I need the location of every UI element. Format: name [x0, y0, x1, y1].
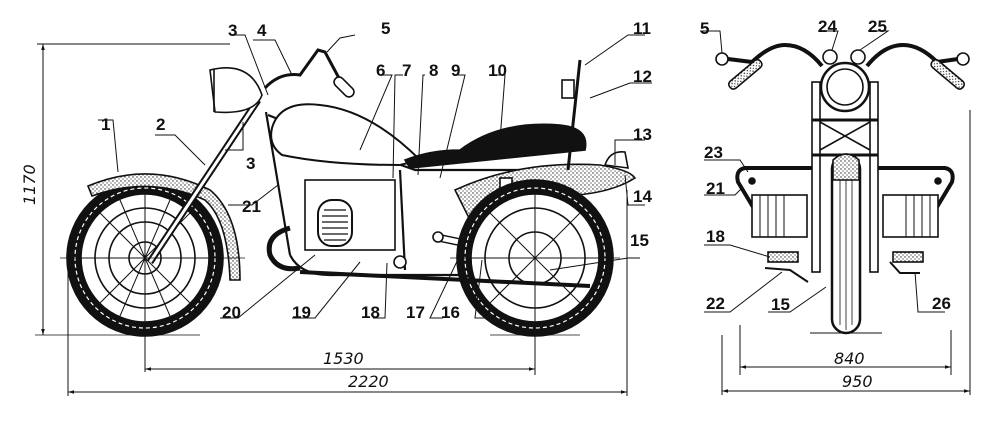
brake-pedal: [889, 261, 920, 274]
callout-8: 8: [429, 61, 439, 80]
sissy-bar: [566, 59, 582, 171]
callout-3-lower: 3: [246, 154, 256, 173]
callout-13: 13: [633, 125, 652, 144]
dimension-height: 1170: [20, 164, 39, 205]
leader-lines: [98, 34, 652, 319]
seat: [403, 123, 587, 169]
front-leader-lines: [700, 30, 945, 313]
fuel-tank: [270, 103, 422, 167]
dimension-track: 840: [834, 349, 865, 368]
callout-18: 18: [361, 303, 380, 322]
footpeg-left: [767, 251, 799, 263]
grip: [333, 76, 355, 98]
callout-15-front: 15: [771, 295, 790, 314]
callout-24: 24: [818, 17, 837, 36]
front-view: [700, 30, 971, 395]
speedometer: [822, 49, 838, 65]
callout-5-front: 5: [700, 19, 710, 38]
plate-light: [561, 79, 575, 99]
gear-lever: [764, 267, 809, 283]
tachometer: [850, 49, 866, 65]
mirror-left: [715, 52, 729, 66]
footpeg-right: [892, 251, 924, 263]
callout-11: 11: [633, 19, 651, 38]
callout-20: 20: [222, 303, 241, 322]
callout-9: 9: [451, 61, 461, 80]
front-handlebar: [727, 42, 959, 68]
callout-22: 22: [706, 294, 725, 313]
callout-16: 16: [441, 303, 460, 322]
callout-6: 6: [376, 61, 386, 80]
front-headlight: [819, 61, 871, 113]
handlebar: [263, 48, 342, 90]
grip-right: [930, 58, 966, 90]
engine: [304, 179, 407, 269]
callout-4: 4: [257, 21, 267, 40]
front-fork: [147, 98, 261, 264]
callout-5: 5: [381, 19, 391, 38]
dimension-wheelbase: 1530: [323, 349, 364, 368]
dimension-lines: [37, 43, 628, 396]
callout-15: 15: [630, 231, 649, 250]
callout-12: 12: [633, 67, 652, 86]
front-dimension-lines: [721, 110, 971, 395]
callout-25: 25: [868, 17, 887, 36]
callout-10: 10: [488, 61, 507, 80]
tail-light: [603, 150, 629, 169]
dimension-length: 2220: [348, 372, 389, 391]
callout-18-front: 18: [706, 227, 725, 246]
callout-23: 23: [704, 143, 723, 162]
headlight: [209, 66, 263, 114]
dimension-width: 950: [842, 372, 873, 391]
callout-26: 26: [932, 294, 951, 313]
footrest: [299, 270, 591, 288]
side-view: [35, 34, 652, 396]
grip-left: [727, 58, 763, 90]
cylinders: [751, 194, 939, 238]
callout-7: 7: [402, 61, 412, 80]
exhaust: [266, 225, 301, 272]
callout-1: 1: [101, 115, 111, 134]
callout-14: 14: [633, 187, 652, 206]
callout-2: 2: [156, 115, 166, 134]
front-fender: [86, 173, 241, 281]
callout-19: 19: [292, 303, 311, 322]
callout-3: 3: [228, 21, 238, 40]
callout-17: 17: [406, 303, 425, 322]
callout-21-front: 21: [706, 179, 725, 198]
mirror-right: [956, 52, 970, 66]
callout-21: 21: [242, 197, 261, 216]
